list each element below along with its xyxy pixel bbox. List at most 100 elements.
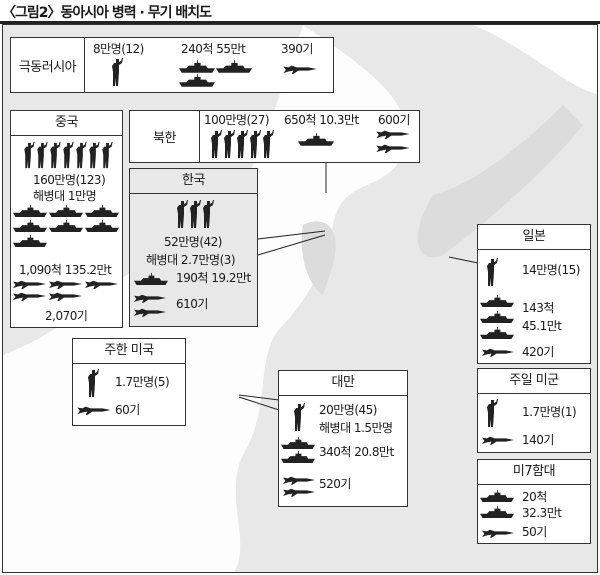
ship-icon <box>216 60 252 73</box>
soldier-icon <box>49 141 61 169</box>
south-korea-box: 한국 52만명(42) 해병대 2.7만명(3) 190척 19.2만t 610… <box>129 168 258 327</box>
ship-icon <box>85 205 119 217</box>
japan-troops: 14만명(15) <box>522 263 580 277</box>
soldier-icon <box>486 255 498 289</box>
plane-icon <box>482 435 514 445</box>
soldier-icon <box>176 199 188 229</box>
usfk-aircraft: 60기 <box>115 403 140 417</box>
ship-icon <box>179 74 215 87</box>
ship-icon <box>298 133 334 146</box>
plane-icon <box>134 307 166 317</box>
south-korea-label: 한국 <box>130 169 257 194</box>
seventh-fleet-ships-tonnage: 32.3만t <box>522 506 562 520</box>
plane-icon <box>376 129 410 139</box>
soldier-icon <box>486 397 498 429</box>
soldier-icon <box>293 401 305 433</box>
china-aircraft: 2,070기 <box>45 309 88 323</box>
china-ships: 1,090척 135.2만t <box>19 263 112 277</box>
japan-aircraft: 420기 <box>522 345 554 359</box>
seventh-fleet-aircraft: 50기 <box>522 525 547 539</box>
taiwan-marines: 해병대 1.5만명 <box>319 421 393 435</box>
ship-icon <box>480 295 514 307</box>
plane-icon <box>13 291 46 301</box>
figure-title: 〈그림2〉동아시아 병력 · 무기 배치도 <box>2 5 212 21</box>
ship-icon <box>134 273 168 285</box>
usfj-label: 주일 미군 <box>478 369 590 394</box>
soldier-icon <box>111 56 123 88</box>
ship-icon <box>13 220 47 232</box>
usfk-box: 주한 미국 1.7만명(5) 60기 <box>72 338 186 426</box>
north-korea-label: 북한 <box>130 111 200 162</box>
russia-aircraft: 390기 <box>281 42 313 56</box>
south-korea-troops: 52만명(42) <box>164 235 222 249</box>
plane-icon <box>376 143 410 153</box>
north-korea-ships: 650척 10.3만t <box>284 113 359 127</box>
soldier-icon <box>236 129 248 159</box>
south-korea-marines: 해병대 2.7만명(3) <box>146 253 236 267</box>
north-korea-aircraft: 600기 <box>378 113 410 127</box>
plane-icon <box>283 475 315 485</box>
plane-icon <box>49 279 82 289</box>
taiwan-aircraft: 520기 <box>319 477 351 491</box>
japan-box: 일본 14만명(15) 143척 45.1만t 420기 <box>477 224 591 364</box>
north-korea-box: 북한 100만명(27) 650척 10.3만t 600기 <box>129 110 420 163</box>
soldier-icon <box>249 129 261 159</box>
ship-icon <box>480 506 514 518</box>
ship-icon <box>480 327 514 339</box>
soldier-icon <box>62 141 74 169</box>
ship-icon <box>480 490 514 502</box>
ship-icon <box>49 205 83 217</box>
soldier-icon <box>88 141 100 169</box>
usfj-aircraft: 140기 <box>522 433 554 447</box>
usfk-label: 주한 미국 <box>73 339 185 364</box>
soldier-icon <box>36 141 48 169</box>
seventh-fleet-box: 미7함대 20척 32.3만t 50기 <box>477 459 591 544</box>
taiwan-box: 대만 20만명(45) 해병대 1.5만명 340척 20.8만t 520기 <box>278 370 408 507</box>
soldier-icon <box>101 141 113 169</box>
ship-icon <box>480 311 514 323</box>
taiwan-ships: 340척 20.8만t <box>319 445 394 459</box>
soldier-icon <box>223 129 235 159</box>
china-box: 중국 160만명(123) 해병대 1만명 1,090척 135.2만t 2,0… <box>10 110 123 328</box>
japan-ships-count: 143척 <box>522 301 554 315</box>
soldier-icon <box>189 199 201 229</box>
plane-icon <box>77 405 111 415</box>
ship-icon <box>281 437 315 449</box>
ship-icon <box>13 235 47 247</box>
plane-icon <box>13 279 46 289</box>
japan-ships-tonnage: 45.1만t <box>522 319 562 333</box>
soldier-icon <box>210 129 222 159</box>
china-label: 중국 <box>11 111 122 136</box>
plane-icon <box>85 279 118 289</box>
plane-icon <box>134 293 166 303</box>
ship-icon <box>179 60 215 73</box>
taiwan-troops: 20만명(45) <box>319 403 377 417</box>
russia-ships: 240척 55만t <box>181 42 246 56</box>
plane-icon <box>49 291 82 301</box>
plane-icon <box>482 528 514 538</box>
soldier-icon <box>23 141 35 169</box>
russia-troops: 8만명(12) <box>93 42 144 56</box>
china-marines: 해병대 1만명 <box>33 189 97 203</box>
south-korea-ships: 190척 19.2만t <box>176 271 251 285</box>
north-korea-troops: 100만명(27) <box>204 113 270 127</box>
seventh-fleet-ships-count: 20척 <box>522 490 547 504</box>
soldier-icon <box>202 199 214 229</box>
ship-icon <box>13 205 47 217</box>
japan-label: 일본 <box>478 225 590 250</box>
russia-box: 극동러시아 8만명(12) 240척 55만t 390기 <box>10 37 334 93</box>
ship-icon <box>281 451 315 463</box>
plane-icon <box>283 487 315 497</box>
south-korea-aircraft: 610기 <box>176 297 208 311</box>
soldier-icon <box>87 367 99 399</box>
taiwan-label: 대만 <box>279 371 407 396</box>
ship-icon <box>49 220 83 232</box>
soldier-icon <box>262 129 274 159</box>
usfk-troops: 1.7만명(5) <box>115 375 170 389</box>
seventh-fleet-label: 미7함대 <box>478 460 590 485</box>
plane-icon <box>482 347 514 357</box>
russia-label: 극동러시아 <box>11 38 85 92</box>
usfj-box: 주일 미군 1.7만명(1) 140기 <box>477 368 591 453</box>
plane-icon <box>283 64 317 74</box>
ship-icon <box>85 220 119 232</box>
